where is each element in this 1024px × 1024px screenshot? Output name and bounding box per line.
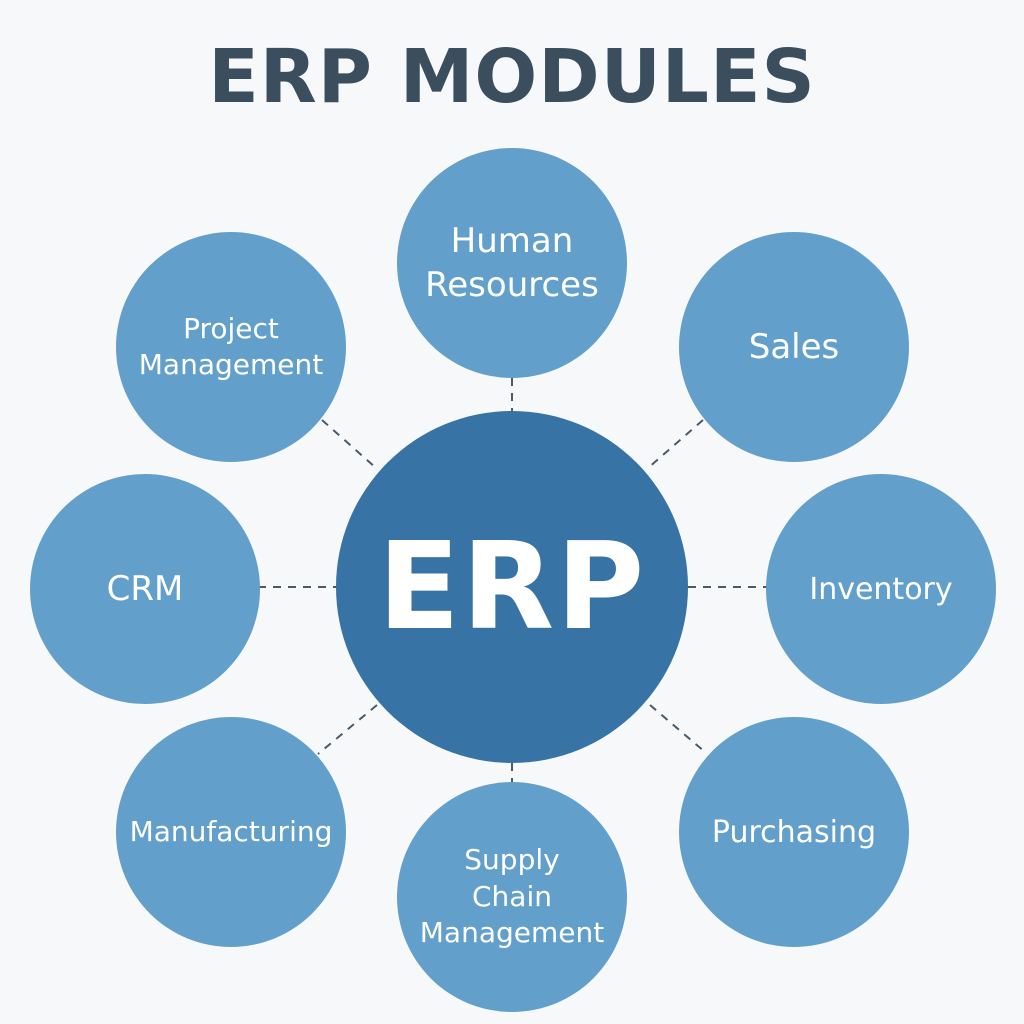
module-label-human-resources: Human Resources xyxy=(425,220,599,305)
module-project-management: Project Management xyxy=(116,232,346,462)
module-label-crm: CRM xyxy=(106,568,184,609)
module-label-supply-chain-management: Supply Chain Management xyxy=(419,843,605,950)
erp-hub-label: ERP xyxy=(377,517,647,657)
erp-hub-circle: ERP xyxy=(336,411,688,763)
connector-sales xyxy=(647,419,704,469)
module-human-resources: Human Resources xyxy=(397,148,627,378)
connector-purchasing xyxy=(649,704,706,753)
module-manufacturing: Manufacturing xyxy=(116,717,346,947)
connector-manufacturing xyxy=(317,704,378,755)
module-label-manufacturing: Manufacturing xyxy=(129,814,333,848)
module-label-project-management: Project Management xyxy=(138,311,324,381)
module-supply-chain-management: Supply Chain Management xyxy=(397,782,627,1012)
page-title: ERP MODULES xyxy=(208,34,816,120)
connector-project-management xyxy=(321,419,377,469)
module-label-inventory: Inventory xyxy=(809,571,953,607)
module-purchasing: Purchasing xyxy=(679,717,909,947)
module-crm: CRM xyxy=(30,474,260,704)
module-label-purchasing: Purchasing xyxy=(711,814,877,850)
module-sales: Sales xyxy=(679,232,909,462)
module-inventory: Inventory xyxy=(766,474,996,704)
module-label-sales: Sales xyxy=(748,326,840,367)
